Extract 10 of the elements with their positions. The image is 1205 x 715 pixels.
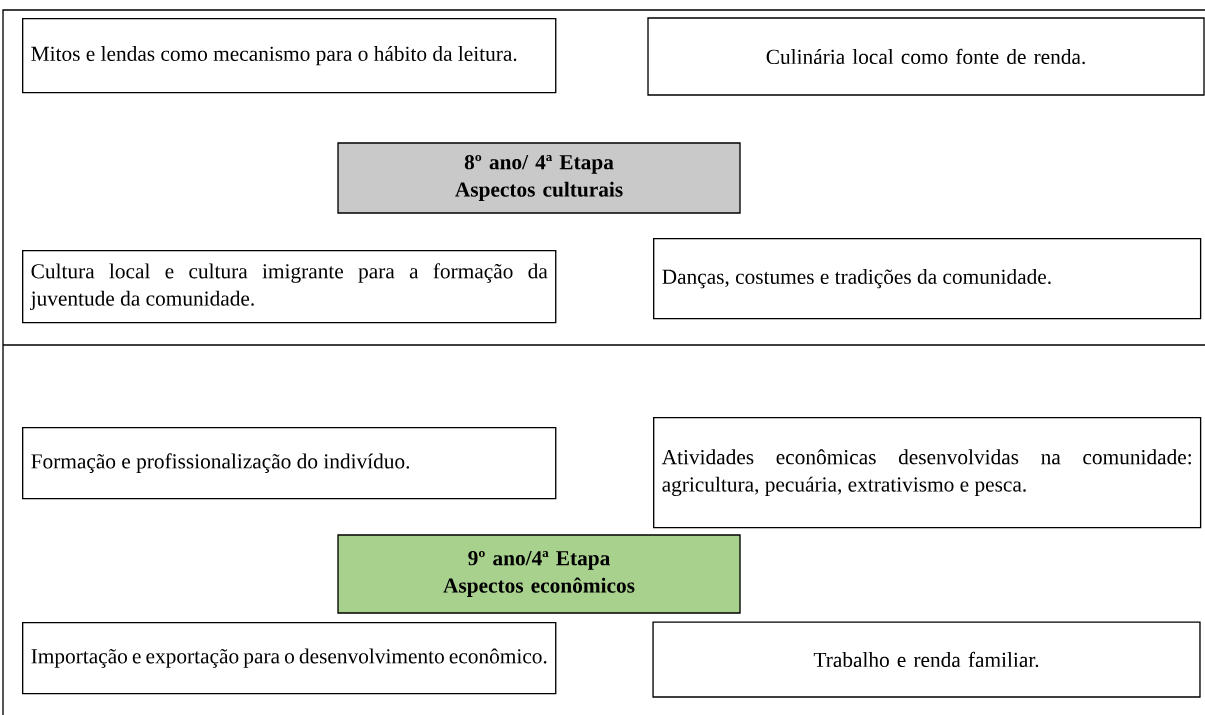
- topic-box: Culinária local como fonte de renda.: [647, 17, 1205, 96]
- topic-box: Danças, costumes e tradições da comunidade.: [653, 238, 1202, 320]
- topic-box: Formação e profissionalização do indivíduo.: [22, 427, 557, 500]
- topic-box: Trabalho e renda familiar.: [652, 621, 1201, 698]
- topic-box: Cultura local e cultura imigrante para a formação da juventude da comunidade.: [22, 250, 557, 324]
- stage-box: 8º ano/ 4ª Etapa Aspectos culturais: [337, 142, 741, 214]
- topic-box: Mitos e lendas como mecanismo para o hábito da leitura.: [22, 18, 557, 94]
- topic-box: Atividades econômicas desenvolvidas na comunidade: agricultura, pecuária, extrativismo e pesca.: [653, 417, 1202, 529]
- stage-box: 9º ano/4ª Etapa Aspectos econômicos: [337, 534, 741, 614]
- topic-box: Importação e exportação para o desenvolvimento econômico.: [22, 622, 557, 695]
